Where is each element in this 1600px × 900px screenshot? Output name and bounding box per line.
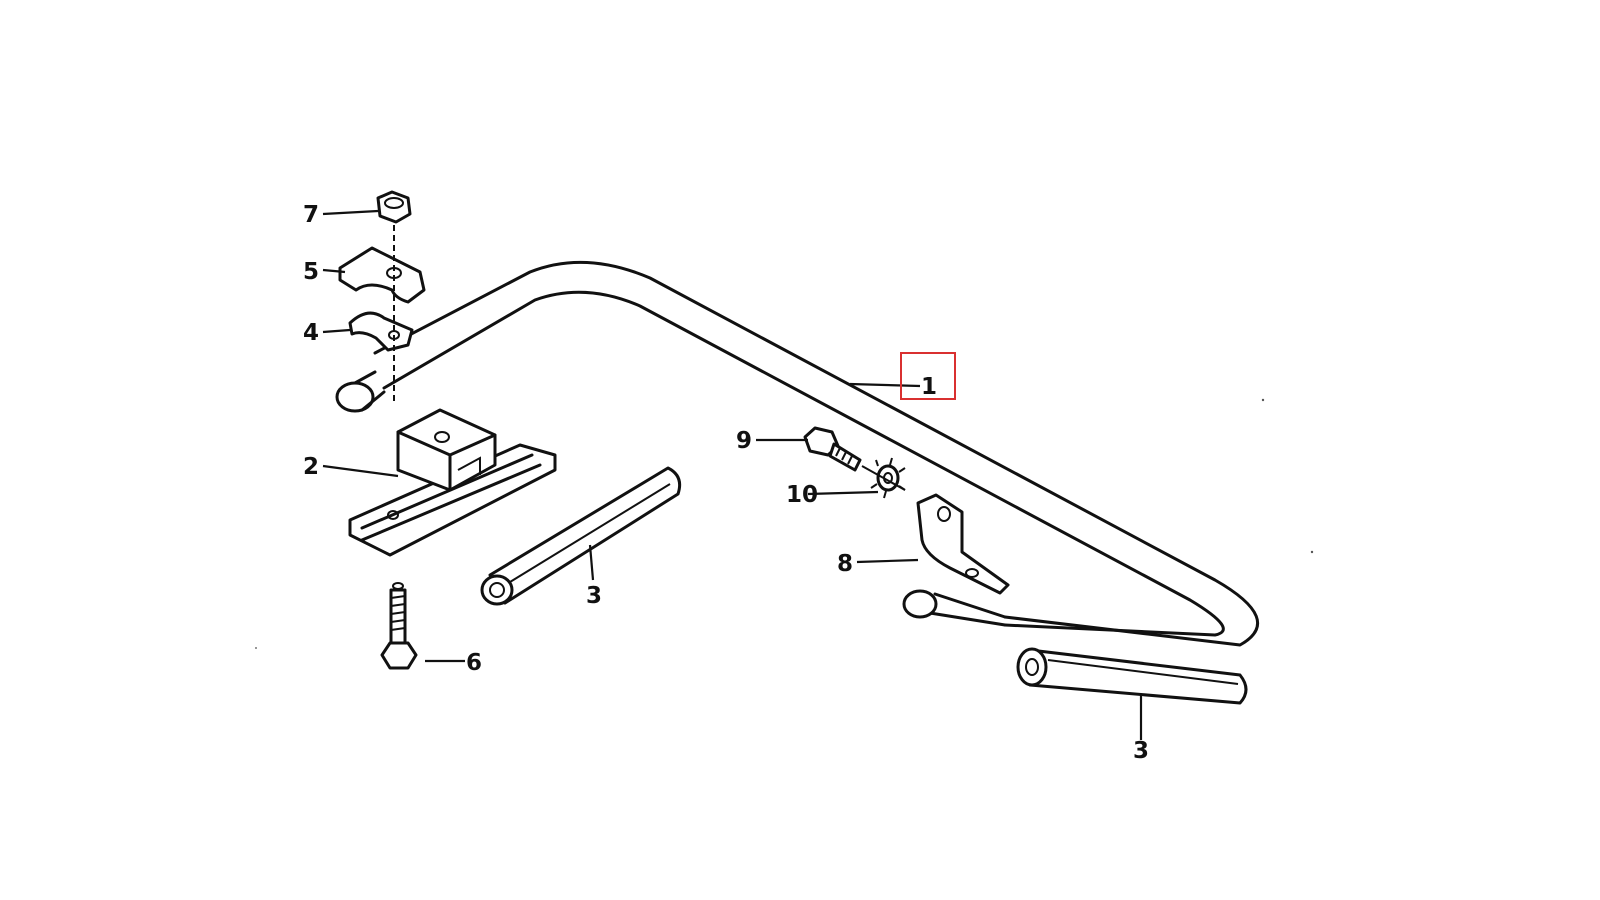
speck <box>1310 550 1314 554</box>
callout-2: 2 <box>303 454 319 480</box>
bolt <box>380 582 418 670</box>
callout-10: 10 <box>786 482 818 508</box>
leader-lines <box>322 209 1143 740</box>
l-bracket <box>916 493 1010 595</box>
callout-1: 1 <box>921 374 937 400</box>
callout-6: 6 <box>466 650 482 676</box>
mounting-bracket <box>348 408 557 557</box>
callout-5: 5 <box>303 259 319 285</box>
nut <box>376 190 412 224</box>
callout-7: 7 <box>303 202 319 228</box>
lower-clamp <box>348 311 414 352</box>
washer-axis <box>861 465 906 491</box>
speck <box>255 647 257 649</box>
callout-3b: 3 <box>1133 738 1149 764</box>
callout-3a: 3 <box>586 583 602 609</box>
callout-4: 4 <box>303 320 319 346</box>
bushing-right <box>1016 647 1248 705</box>
callout-8: 8 <box>837 551 853 577</box>
small-bolt <box>803 426 862 472</box>
bushing-left <box>480 466 682 606</box>
stabilizer-bar <box>335 260 1260 647</box>
callout-9: 9 <box>736 428 752 454</box>
speck <box>1261 398 1265 402</box>
highlight-box <box>900 352 956 400</box>
upper-clamp <box>338 246 426 304</box>
